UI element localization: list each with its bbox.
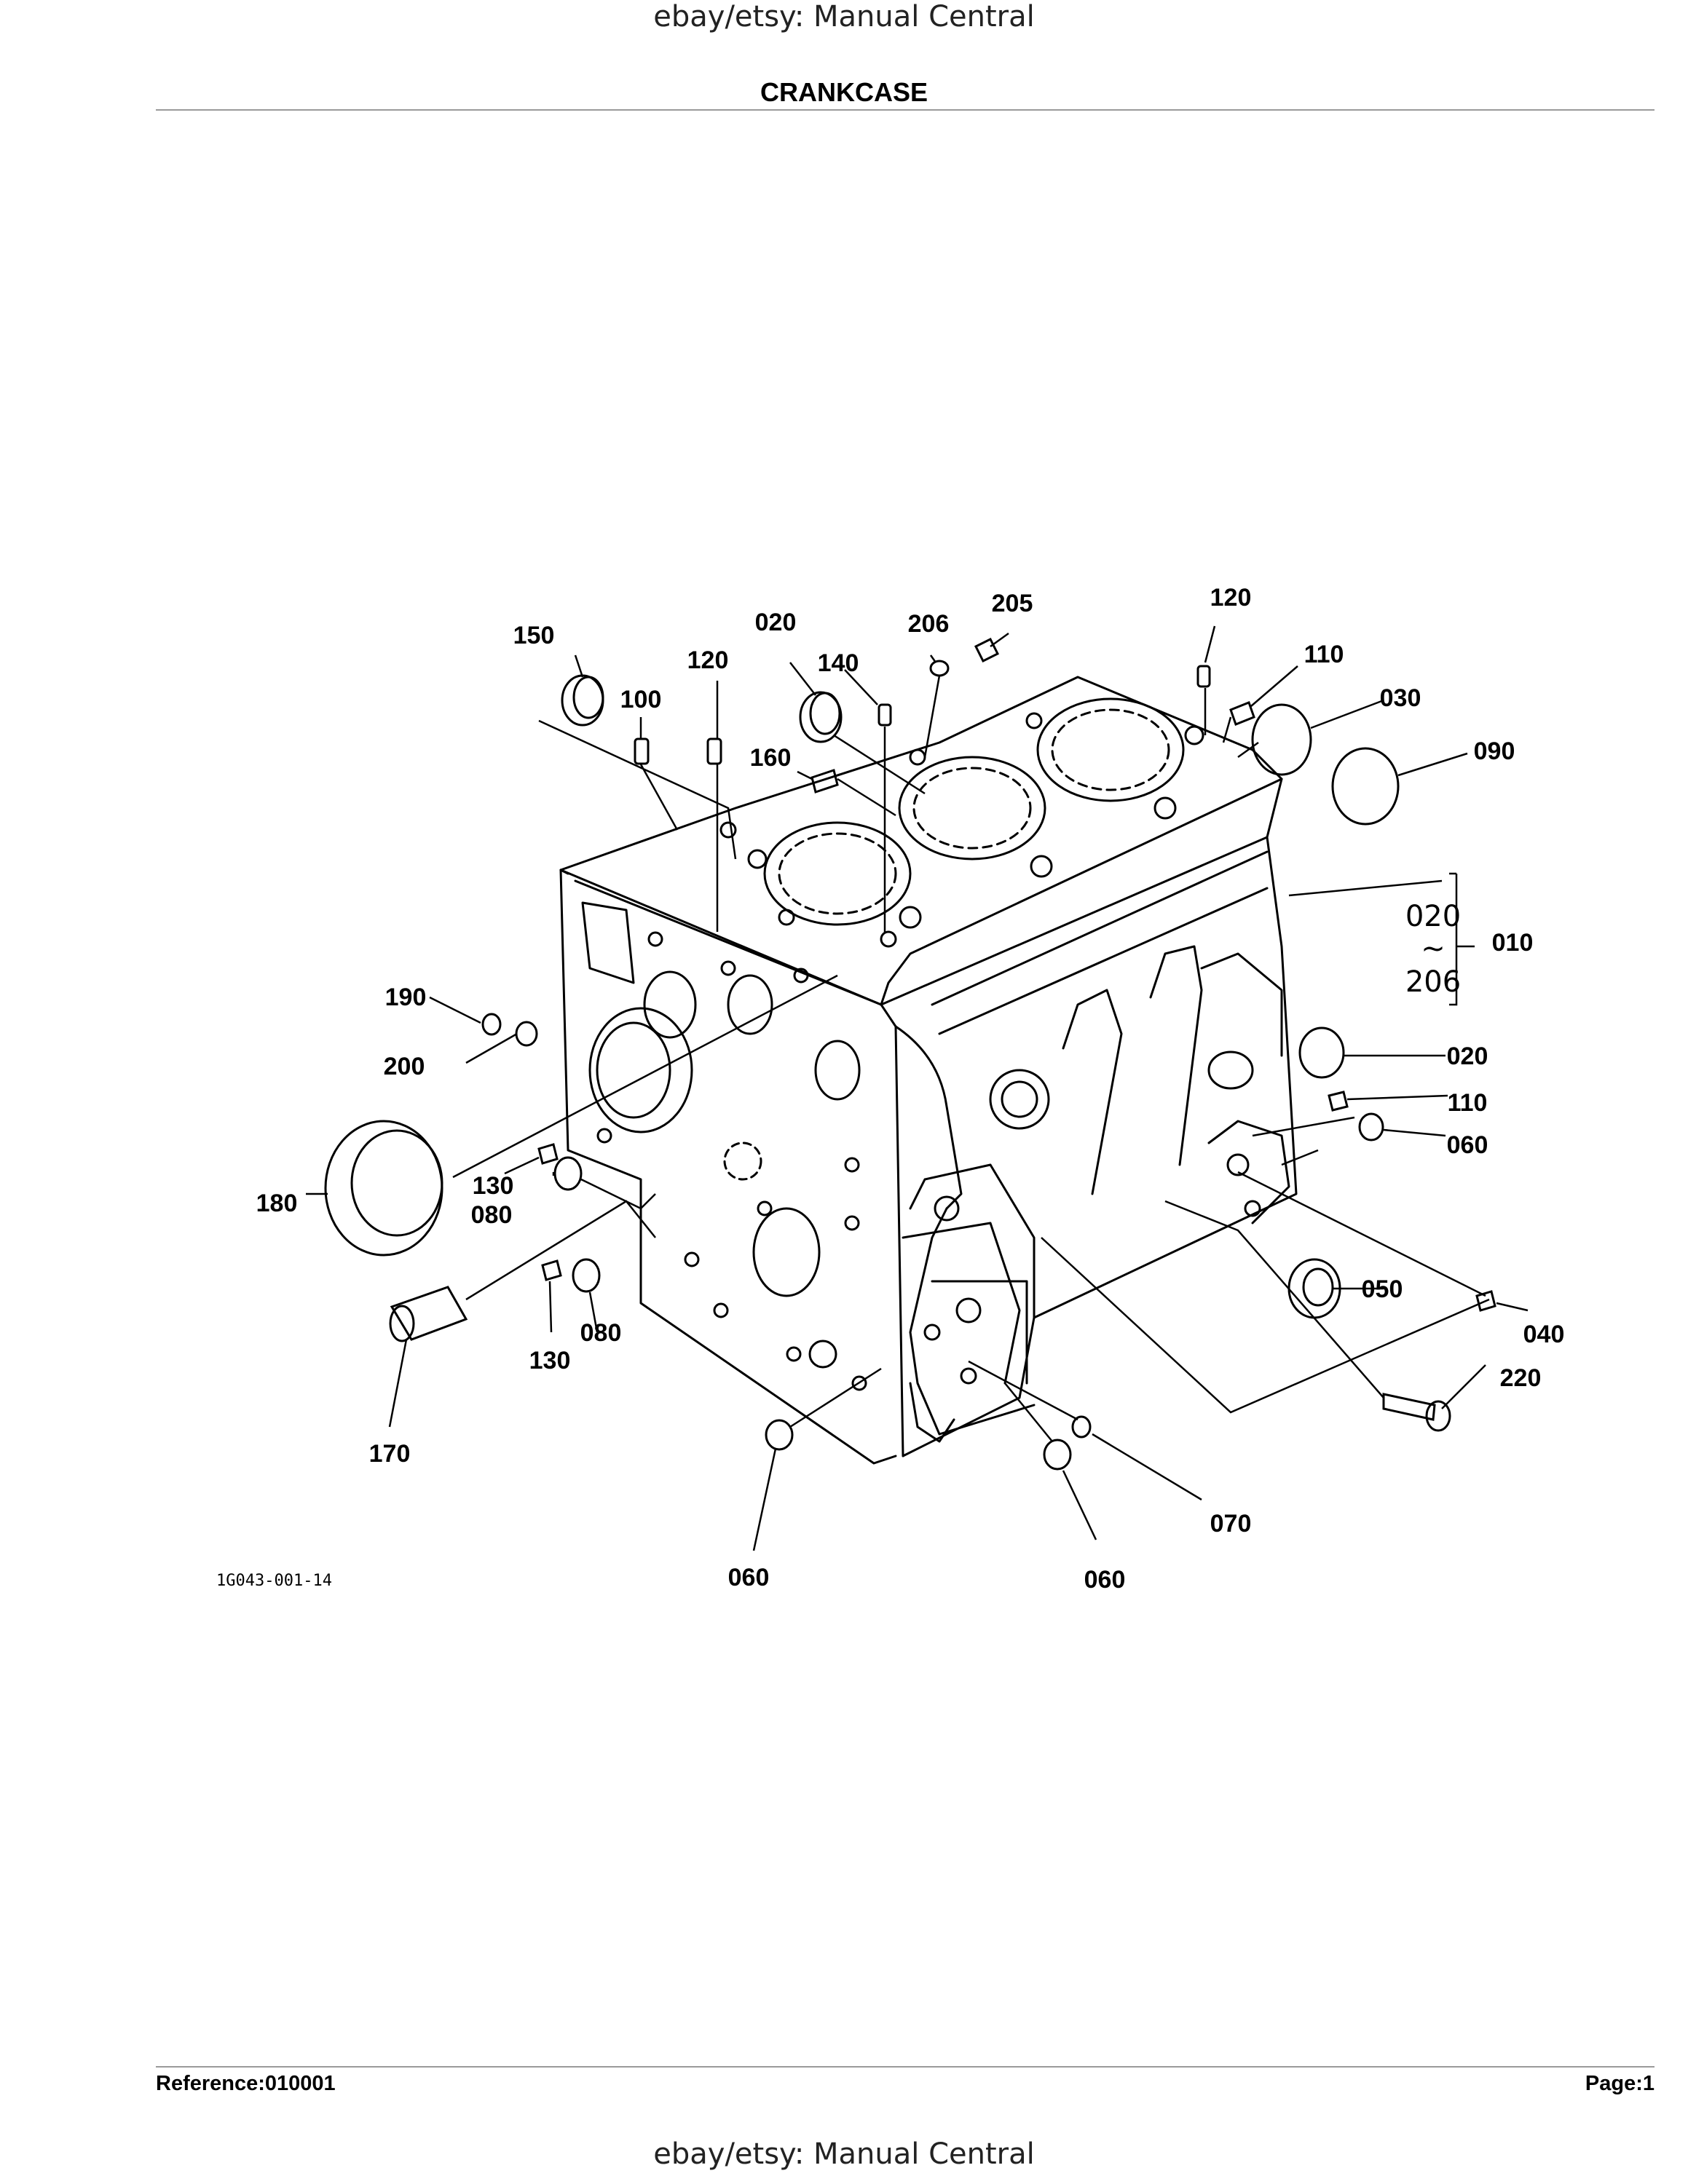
bolt-190 (481, 1013, 502, 1036)
callout-080-top: 080 (471, 1201, 513, 1229)
callout-206: 206 (908, 610, 950, 638)
pin-110-right (1328, 1091, 1349, 1112)
group-range-end: 206 (1405, 965, 1461, 999)
page-title: CRANKCASE (760, 77, 928, 107)
plug-150 (561, 674, 604, 727)
callout-060-right: 060 (1447, 1131, 1488, 1159)
group-range-start: 020 (1405, 900, 1461, 933)
plug-020-top (799, 691, 843, 743)
crankcase-drawing (559, 676, 1298, 1465)
callout-190: 190 (385, 984, 427, 1011)
callout-060-bottom-right: 060 (1084, 1566, 1126, 1594)
washer-200 (515, 1021, 538, 1047)
plug-020-right (1298, 1026, 1345, 1079)
pin-100 (634, 737, 650, 765)
plug-030 (1251, 703, 1312, 776)
callout-110-right: 110 (1448, 1089, 1488, 1117)
watermark-top: ebay/etsy: Manual Central (653, 0, 1035, 33)
callout-labels: 150 100 120 020 140 160 206 205 120 110 … (256, 584, 1565, 1594)
bolt-160 (811, 769, 839, 794)
callout-030: 030 (1380, 684, 1421, 712)
callout-120-left: 120 (687, 646, 729, 674)
exploded-parts (324, 637, 1496, 1471)
pin-130-bottom (541, 1259, 562, 1281)
callout-120-right: 120 (1210, 584, 1252, 612)
pin-140 (877, 703, 892, 727)
figure-code: 1G043-001-14 (216, 1572, 332, 1590)
plug-090 (1331, 747, 1400, 826)
callout-160: 160 (750, 744, 792, 772)
callout-180: 180 (256, 1190, 298, 1217)
plug-060-right (1358, 1112, 1384, 1142)
callout-130-bottom: 130 (529, 1347, 571, 1374)
pin-130-top (537, 1143, 559, 1165)
header-divider (156, 109, 1655, 111)
footer-divider (156, 2066, 1655, 2068)
pin-120-left (706, 737, 722, 765)
plug-070 (1071, 1415, 1092, 1439)
callout-100: 100 (620, 686, 662, 713)
callout-200: 200 (384, 1053, 425, 1080)
bolt-205 (974, 637, 1000, 663)
callout-220: 220 (1500, 1364, 1542, 1392)
callout-140: 140 (818, 649, 859, 677)
callout-050: 050 (1362, 1275, 1403, 1303)
group-range-label: 020 ~ 206 (1405, 900, 1461, 999)
bolt-220 (1382, 1393, 1436, 1421)
callout-040: 040 (1523, 1321, 1565, 1348)
callout-060-bottom-left: 060 (728, 1564, 770, 1591)
callout-020-top: 020 (755, 609, 797, 636)
pin-120-right (1196, 665, 1211, 688)
callout-205: 205 (992, 590, 1033, 617)
callout-080-bottom: 080 (580, 1319, 622, 1347)
plug-060-bottom-right (1043, 1439, 1072, 1471)
callout-010: 010 (1492, 929, 1534, 957)
leader-lines (306, 625, 1529, 1551)
bushing-170 (390, 1286, 468, 1341)
plug-060-bottom-left (765, 1419, 794, 1451)
callout-070: 070 (1210, 1510, 1252, 1538)
callout-130-top: 130 (473, 1172, 514, 1200)
callout-110-top: 110 (1304, 641, 1344, 668)
callout-020-right: 020 (1447, 1042, 1488, 1070)
watermark-bottom: ebay/etsy: Manual Central (653, 2137, 1035, 2171)
plug-080-bottom (572, 1258, 601, 1293)
callout-150: 150 (513, 622, 555, 649)
footer-page-number: Page:1 (1585, 2072, 1655, 2095)
group-range-tilde: ~ (1421, 932, 1446, 965)
plug-080-top (553, 1156, 583, 1191)
callout-170: 170 (369, 1440, 411, 1468)
washer-206 (929, 660, 950, 677)
plug-040 (1475, 1290, 1496, 1312)
footer-reference: Reference:010001 (156, 2072, 336, 2095)
pin-110-top (1229, 701, 1255, 726)
callout-090: 090 (1474, 737, 1515, 765)
